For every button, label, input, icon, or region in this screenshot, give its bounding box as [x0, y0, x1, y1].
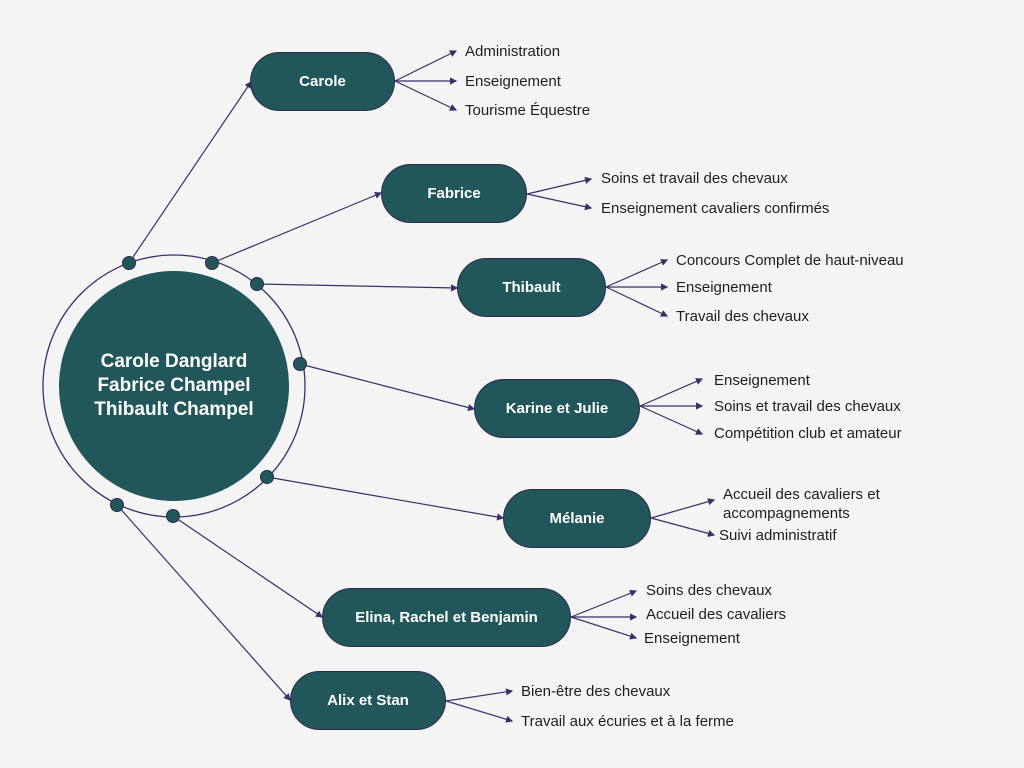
task-item: Enseignement cavaliers confirmés — [601, 200, 830, 217]
center-line: Thibault Champel — [94, 399, 254, 420]
connector-dot — [250, 277, 264, 291]
task-item: Tourisme Équestre — [465, 102, 591, 119]
node-fabrice: Fabrice — [381, 164, 527, 223]
connector-dot — [110, 498, 124, 512]
node-elina-rachel-benjamin: Elina, Rachel et Benjamin — [322, 588, 571, 647]
connector-dot — [122, 256, 136, 270]
node-thibault: Thibault — [457, 258, 606, 317]
connector-dot — [293, 357, 307, 371]
node-karine-julie: Karine et Julie — [474, 379, 640, 438]
task-item: Suivi administratif — [719, 527, 837, 544]
task-item: Accueil des cavaliers et — [723, 486, 880, 503]
task-item: Concours Complet de haut-niveau — [676, 252, 904, 269]
connector-dot — [166, 509, 180, 523]
center-line: Carole Danglard — [100, 351, 248, 372]
link-elina — [172, 515, 323, 618]
link-karine — [299, 363, 476, 411]
center-line: Fabrice Champel — [97, 375, 251, 396]
task-item: Travail aux écuries et à la ferme — [521, 713, 734, 730]
link-carole — [128, 81, 252, 264]
central-node: Carole Danglard Fabrice Champel Thibault… — [59, 271, 289, 501]
task-item: Soins et travail des chevaux — [601, 170, 788, 187]
task-item: Bien-être des chevaux — [521, 683, 671, 700]
task-item: Soins des chevaux — [646, 582, 772, 599]
task-item: Compétition club et amateur — [714, 425, 902, 442]
connector-dot — [205, 256, 219, 270]
task-item: Soins et travail des chevaux — [714, 398, 901, 415]
task-item: Administration — [465, 43, 561, 60]
task-item: Accueil des cavaliers — [646, 606, 787, 623]
link-alix — [116, 504, 291, 701]
task-item: accompagnements — [723, 505, 850, 522]
link-thibault — [256, 283, 459, 292]
node-melanie: Mélanie — [503, 489, 651, 548]
task-item: Travail des chevaux — [676, 308, 809, 325]
task-item: Enseignement — [465, 73, 561, 90]
task-item: Enseignement — [644, 630, 740, 647]
connector-dot — [260, 470, 274, 484]
task-item: Enseignement — [676, 279, 772, 296]
link-melanie — [266, 476, 505, 521]
task-item: Enseignement — [714, 372, 810, 389]
node-alix-stan: Alix et Stan — [290, 671, 446, 730]
link-fabrice — [211, 191, 383, 264]
node-carole: Carole — [250, 52, 395, 111]
